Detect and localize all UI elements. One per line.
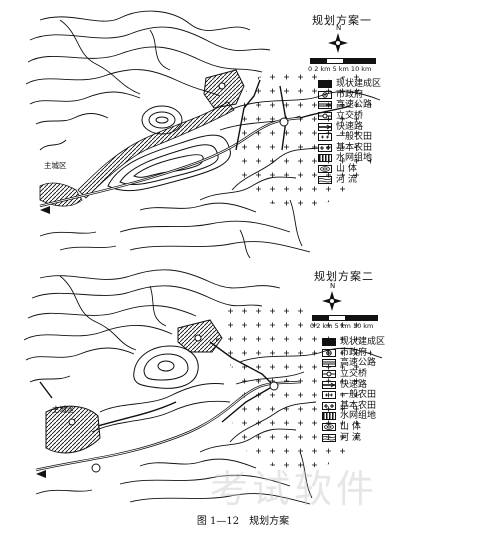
main-city-label: 主城区 (52, 405, 75, 414)
mountain-icon (318, 165, 332, 174)
water-network-icon (318, 154, 332, 163)
scale-label: 0 2 km 5 km 10 km (310, 322, 374, 330)
scale-label: 0 2 km 5 km 10 km (308, 65, 372, 73)
arrow-icon (40, 206, 50, 214)
legend-item: 一般农田 (318, 132, 438, 143)
legend-item: 立交桥 (322, 369, 442, 380)
arrow-icon (36, 470, 46, 478)
road-network (39, 79, 351, 208)
north-arrow-icon (328, 33, 348, 53)
legend-item: 市政府 (322, 348, 442, 359)
legend-item: 立交桥 (318, 111, 438, 122)
basic-farmland-icon (318, 143, 332, 152)
road-network (35, 341, 301, 472)
main-city-label: 主城区 (44, 161, 67, 170)
legend-item: 基本农田 (322, 401, 442, 412)
legend-item: 水网组地 (318, 153, 438, 164)
legend-item: 基本农田 (318, 143, 438, 154)
interchange-icon (318, 112, 332, 121)
city-hall-marker (218, 82, 226, 90)
river-icon (322, 433, 336, 442)
legend-item: 山 体 (322, 422, 442, 433)
watermark: 考试软件 (210, 467, 379, 511)
legend-item: 水网组地 (322, 411, 442, 422)
fast-road-icon (322, 380, 336, 389)
north-letter: N (330, 282, 336, 290)
legend-item: 高速公路 (318, 100, 438, 111)
legend-item: 河 流 (322, 432, 442, 443)
general-farmland-icon (318, 133, 332, 142)
interchange-marker (269, 381, 279, 391)
map-panel-scheme-2: 规划方案二 N 0 2 km 5 km 10 km 主城区 现状建成区 市政府 … (0, 262, 486, 512)
built-up-area-icon (318, 80, 332, 89)
north-built-up (203, 69, 245, 109)
legend-item: 河 流 (318, 174, 438, 185)
figure-caption-text: 规划方案 (249, 516, 290, 527)
interchange-icon (322, 370, 336, 379)
legend-item: 快速路 (318, 121, 438, 132)
city-hall-icon (318, 90, 332, 99)
fast-road-icon (318, 122, 332, 131)
planning-map-1 (25, 10, 381, 259)
legend-item: 一般农田 (322, 390, 442, 401)
north-arrow-icon (322, 291, 342, 311)
interchange-marker (91, 463, 101, 473)
mountain-icon (322, 423, 336, 432)
built-up-area-icon (322, 338, 336, 347)
scale-bar (310, 58, 376, 64)
main-city-built-up (39, 182, 83, 207)
legend-item: 现状建成区 (318, 79, 438, 90)
main-city-built-up (45, 405, 101, 454)
city-hall-icon (322, 348, 336, 357)
figure-caption: 图 1—12 规划方案 (0, 512, 486, 527)
figure-number: 图 1—12 (196, 516, 240, 527)
scheme-title: 规划方案一 (312, 14, 372, 27)
legend-item: 市政府 (318, 90, 438, 101)
city-hall-marker (68, 418, 76, 426)
farmland-area (236, 66, 372, 212)
map-panel-scheme-1: 规划方案一 N 0 2 km 5 km 10 km 主城区 现状建成区 市政府 … (0, 0, 486, 262)
basic-farmland-icon (322, 401, 336, 410)
city-hall-marker (194, 334, 202, 342)
water-network-icon (322, 412, 336, 421)
expressway-icon (322, 359, 336, 368)
legend: 现状建成区 市政府 高速公路 立交桥 快速路 一般农田 基本农田 水网组地 山 … (318, 79, 438, 185)
legend: 现状建成区 市政府 高速公路 立交桥 快速路 一般农田 基本农田 水网组地 山 … (322, 337, 442, 443)
central-hill (133, 345, 199, 389)
legend-item: 山 体 (318, 164, 438, 175)
legend-item: 高速公路 (322, 358, 442, 369)
legend-item: 快速路 (322, 379, 442, 390)
general-farmland-icon (322, 391, 336, 400)
interchange-marker (279, 117, 289, 127)
north-letter: N (336, 24, 342, 32)
expressway-icon (318, 101, 332, 110)
legend-item: 现状建成区 (322, 337, 442, 348)
scheme-title: 规划方案二 (314, 270, 374, 283)
scale-bar (312, 315, 378, 321)
built-up-strip (77, 101, 235, 199)
river-icon (318, 175, 332, 184)
